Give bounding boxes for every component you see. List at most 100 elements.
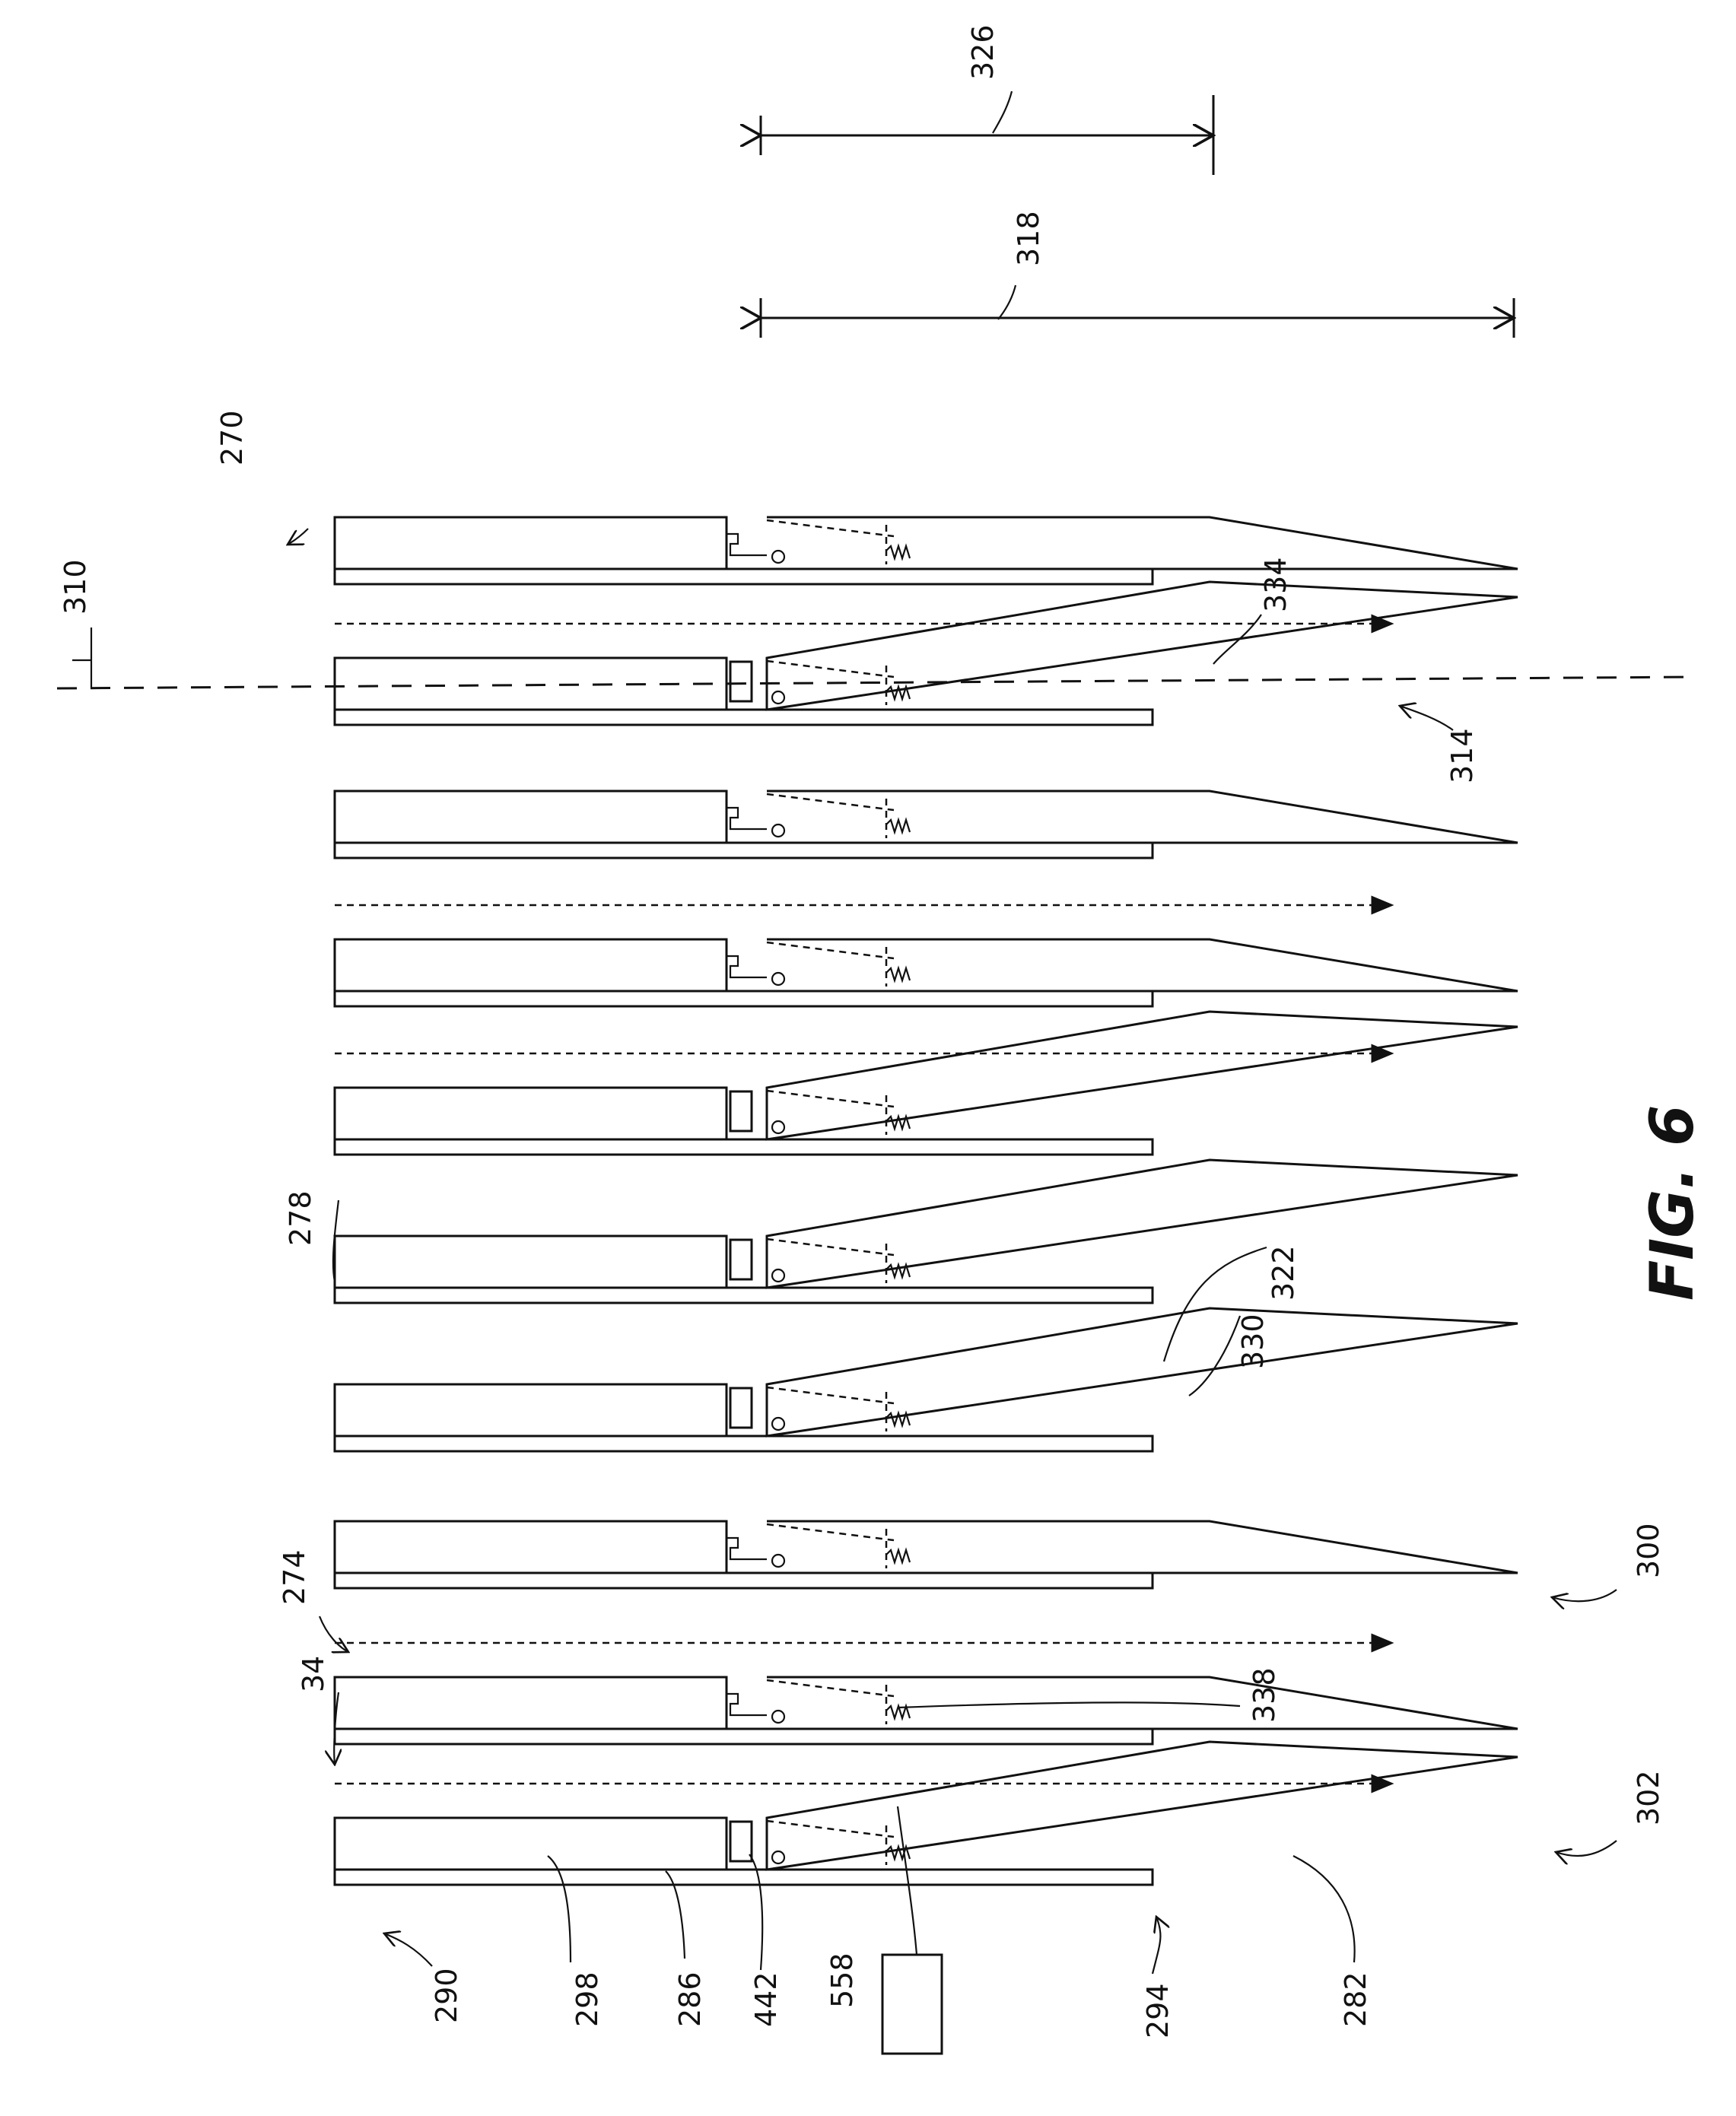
label-282: 282 xyxy=(1339,1971,1372,2027)
frame-block xyxy=(335,939,727,991)
label-334: 334 xyxy=(1259,557,1292,612)
frame-block xyxy=(335,517,727,569)
pivot-circle-icon xyxy=(772,551,784,563)
shutter-module xyxy=(335,517,1518,584)
linkage-hidden-lines xyxy=(767,1091,894,1135)
blade-deployed xyxy=(767,1012,1518,1139)
label-286: 286 xyxy=(673,1971,707,2027)
shutter-module xyxy=(335,939,1518,1006)
latch-notch xyxy=(727,808,767,829)
base-plate xyxy=(335,1870,1153,1885)
latch-notch xyxy=(727,534,767,555)
label-302: 302 xyxy=(1632,1770,1665,1825)
spring-coil-icon xyxy=(886,1265,910,1277)
frame-block xyxy=(335,1677,727,1729)
spring-coil-icon xyxy=(886,968,910,980)
label-34: 34 xyxy=(297,1656,330,1692)
base-plate xyxy=(335,1288,1153,1303)
linkage-hidden-lines xyxy=(767,520,894,564)
linkage-hidden-lines xyxy=(767,1387,894,1431)
label-310: 310 xyxy=(59,559,92,615)
label-274: 274 xyxy=(278,1549,311,1605)
label-298: 298 xyxy=(571,1971,604,2027)
spring-coil-icon xyxy=(886,1847,910,1859)
latch-block xyxy=(730,1822,752,1861)
base-plate xyxy=(335,1436,1153,1451)
latch-notch xyxy=(727,1694,767,1715)
dimension-326 xyxy=(761,95,1213,175)
dimension-318 xyxy=(761,298,1514,338)
pivot-circle-icon xyxy=(772,1121,784,1133)
label-278: 278 xyxy=(284,1190,317,1246)
spring-coil-icon xyxy=(886,687,910,699)
blade-deployed xyxy=(767,582,1518,710)
blade-stowed xyxy=(767,939,1518,991)
linkage-hidden-lines xyxy=(767,942,894,987)
figure-title: FIG. 6 xyxy=(1639,1105,1707,1301)
pivot-circle-icon xyxy=(772,1711,784,1723)
shutter-module xyxy=(335,1742,1518,1885)
frame-block xyxy=(335,1236,727,1288)
spring-coil-icon xyxy=(886,1117,910,1129)
pivot-circle-icon xyxy=(772,1555,784,1567)
airflow-arrows xyxy=(335,624,1392,1784)
shutter-module xyxy=(335,1521,1518,1588)
shutter-module xyxy=(335,1677,1518,1744)
label-326: 326 xyxy=(966,24,1000,80)
blade-deployed xyxy=(767,1742,1518,1870)
latch-block xyxy=(730,1240,752,1279)
frame-block xyxy=(335,791,727,843)
label-294: 294 xyxy=(1141,1983,1175,2038)
base-plate xyxy=(335,843,1153,858)
pivot-circle-icon xyxy=(772,1418,784,1430)
label-558: 558 xyxy=(825,1952,859,2008)
shutter-module xyxy=(335,1308,1518,1451)
linkage-hidden-lines xyxy=(767,1239,894,1283)
latch-notch xyxy=(727,1538,767,1559)
frame-block xyxy=(335,1088,727,1139)
reference-plane-line xyxy=(57,677,1693,688)
spring-coil-icon xyxy=(886,820,910,832)
base-plate xyxy=(335,569,1153,584)
label-442: 442 xyxy=(749,1971,783,2027)
latch-notch xyxy=(727,956,767,977)
shutter-module xyxy=(335,582,1518,725)
blade-stowed xyxy=(767,517,1518,569)
pivot-circle-icon xyxy=(772,824,784,837)
pivot-circle-icon xyxy=(772,973,784,985)
linkage-hidden-lines xyxy=(767,1524,894,1568)
linkage-hidden-lines xyxy=(767,794,894,838)
latch-block xyxy=(730,662,752,701)
base-plate xyxy=(335,1729,1153,1744)
label-290: 290 xyxy=(430,1968,463,2023)
latch-block xyxy=(730,1091,752,1131)
blade-stowed xyxy=(767,1521,1518,1573)
shutter-module xyxy=(335,1012,1518,1155)
reference-labels: 270 310 334 314 278 322 330 274 300 34 3… xyxy=(59,24,1707,2038)
linkage-hidden-lines xyxy=(767,1680,894,1724)
shutter-module xyxy=(335,1160,1518,1303)
frame-block xyxy=(335,1384,727,1436)
label-338: 338 xyxy=(1248,1667,1281,1723)
blade-deployed xyxy=(767,1308,1518,1436)
frame-block xyxy=(335,1521,727,1573)
linkage-hidden-lines xyxy=(767,1821,894,1865)
latch-block xyxy=(730,1388,752,1428)
pivot-circle-icon xyxy=(772,1851,784,1863)
label-318: 318 xyxy=(1012,211,1045,266)
label-314: 314 xyxy=(1445,728,1479,783)
shutter-module xyxy=(335,791,1518,858)
shutter-modules xyxy=(335,517,1518,1885)
blade-stowed xyxy=(767,791,1518,843)
pivot-circle-icon xyxy=(772,1269,784,1282)
frame-block xyxy=(335,1818,727,1870)
label-300: 300 xyxy=(1632,1523,1665,1578)
pivot-circle-icon xyxy=(772,691,784,704)
blade-deployed xyxy=(767,1160,1518,1288)
base-plate xyxy=(335,991,1153,1006)
label-322: 322 xyxy=(1267,1245,1300,1301)
spring-coil-icon xyxy=(886,1550,910,1562)
base-plate xyxy=(335,1139,1153,1155)
spring-coil-icon xyxy=(886,1413,910,1425)
